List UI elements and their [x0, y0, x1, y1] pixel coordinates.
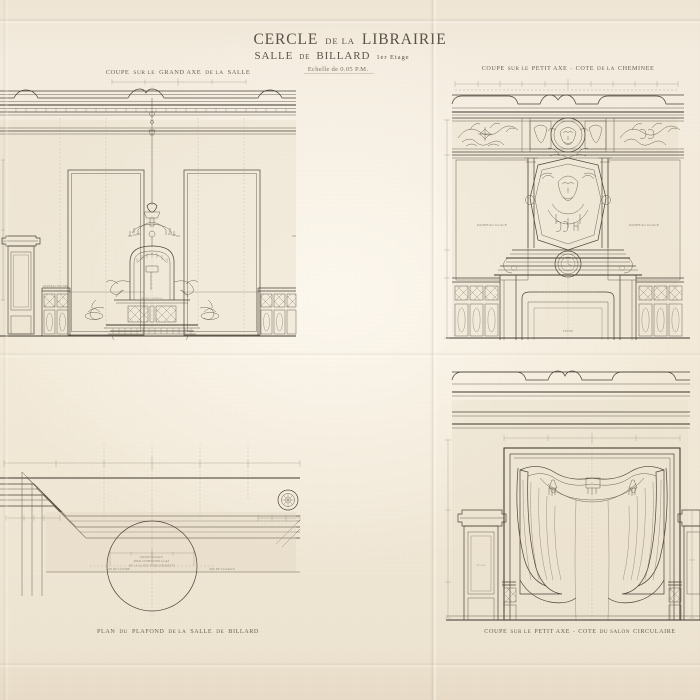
- dimension-string-tl: [111, 78, 247, 86]
- curtain-br: [516, 466, 668, 621]
- ceiling-medallion-bl: GRAND ROSACE POUR SUSPENSION A GAZ DE LA…: [90, 500, 214, 620]
- curtain-folds-right-br: [622, 479, 662, 581]
- curtain-folds-left-br: [522, 479, 562, 581]
- dado-left-tr: [452, 277, 500, 337]
- monogram-cartouche-tr: [555, 221, 579, 232]
- ceiling-border-bl: [0, 471, 301, 596]
- foliate-scrolls-tl: [105, 280, 199, 298]
- svg-text:FOYER: FOYER: [563, 330, 573, 333]
- dado-right-tl: [257, 287, 297, 336]
- note-right-bl: AXE DE LA SALLE: [209, 568, 235, 571]
- dado-left-br: [502, 581, 517, 621]
- dimension-left-tl: [1, 159, 5, 301]
- balustrade-tl: [104, 324, 200, 340]
- rinceaux-left-tr: [457, 122, 519, 147]
- carved-frieze-tr: [452, 117, 684, 153]
- dado-right-tr: [636, 277, 684, 337]
- scale-note: Echelle de 0.05 P.M.: [308, 66, 369, 73]
- pilaster-left-tl: [1, 235, 41, 335]
- overmantel-tl: MOTIF CENTRAL: [105, 245, 199, 323]
- monogram-left-tr: [478, 127, 492, 141]
- tassel-right-br: [628, 479, 638, 496]
- chandelier-tl: [128, 98, 180, 247]
- note-left-bl: AXE DU LUSTRE: [106, 568, 130, 571]
- wall-panels-tl: [67, 169, 261, 336]
- mascaron-frieze-tr: [547, 127, 589, 146]
- corner-rosette-bl: [277, 489, 299, 511]
- medallion-note: GRAND ROSACE POUR SUSPENSION A GAZ DE LA…: [129, 556, 175, 567]
- fireplace-opening-tr: FOYER: [499, 275, 637, 340]
- dado-left-tl: PANNEAU DECORE: [41, 285, 71, 336]
- dado-right-br: [668, 581, 682, 621]
- cornice-top-left: [0, 88, 296, 116]
- sconce-left-tl: [84, 299, 105, 320]
- cornice-bottom-right: [451, 370, 690, 429]
- label-panneau-right: PANNEAU GLACE: [629, 223, 659, 227]
- svg-text:MOTIF CENTRAL: MOTIF CENTRAL: [141, 297, 162, 300]
- cartouche-tr: [525, 147, 611, 251]
- fireplace-entablature-tr: [494, 249, 642, 278]
- tassel-centre-br: [585, 477, 601, 495]
- columns-tr: [524, 157, 612, 248]
- sconce-right-tl: [199, 299, 220, 320]
- cornice-top-right: [451, 94, 684, 116]
- monogram-right-tr: [639, 129, 655, 139]
- svg-text:GLACE: GLACE: [477, 564, 486, 567]
- dimension-string-tr: [454, 79, 679, 91]
- rinceaux-right-tr: [619, 122, 681, 146]
- svg-text:PANNEAU DECORE: PANNEAU DECORE: [43, 285, 69, 288]
- label-panneau-left: PANNEAU GLACE: [477, 223, 507, 227]
- tassel-left-br: [548, 479, 558, 496]
- frieze-top-left: [0, 127, 296, 135]
